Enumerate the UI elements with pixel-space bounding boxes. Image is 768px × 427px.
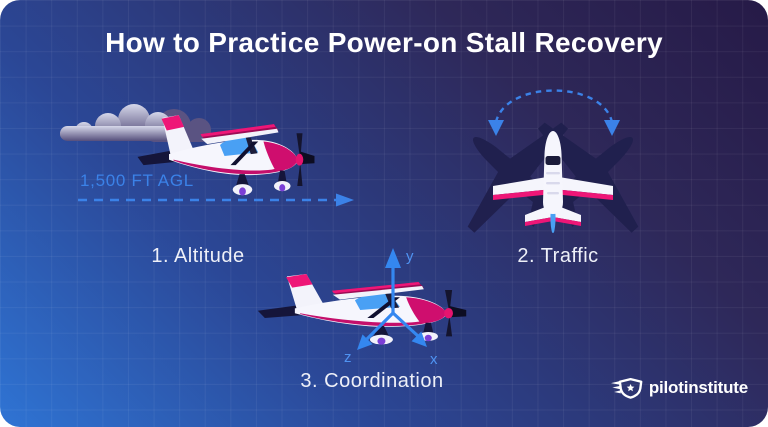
brand-logo: pilotinstitute <box>610 377 748 399</box>
step-label-coordination: 3. Coordination <box>300 370 444 392</box>
step-label-altitude: 1. Altitude <box>151 245 245 267</box>
cloud-illustration <box>60 104 211 143</box>
axis-label-z: z <box>344 349 352 366</box>
side-view-airplane-icon <box>137 115 315 196</box>
top-view-airplane-with-silhouettes-icon <box>438 112 673 237</box>
winged-shield-star-icon <box>610 377 643 399</box>
xyz-axes-icon: y z x <box>344 248 438 368</box>
brand-name: pilotinstitute <box>648 378 748 397</box>
dashed-arc-arrows-icon <box>488 89 620 136</box>
altitude-annotation: 1,500 FT AGL <box>80 171 194 190</box>
axis-label-y: y <box>406 248 414 265</box>
page-title: How to Practice Power-on Stall Recovery <box>105 27 663 58</box>
dashed-arrow-right-icon <box>78 193 354 207</box>
step-label-traffic: 2. Traffic <box>517 245 599 267</box>
axis-label-x: x <box>430 351 438 368</box>
